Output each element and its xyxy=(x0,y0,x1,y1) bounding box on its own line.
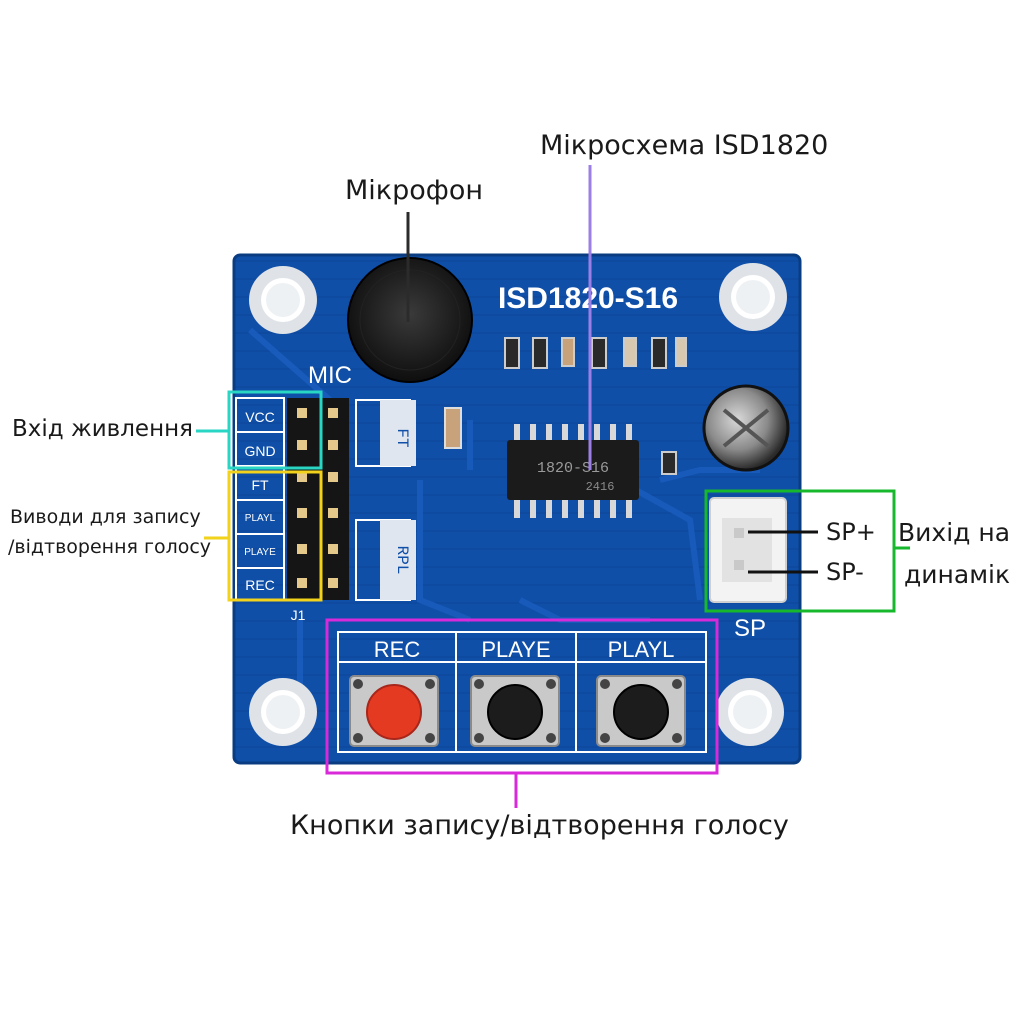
power-annotation: Вхід живлення xyxy=(12,416,193,442)
chip-annotation: Мікросхема ISD1820 xyxy=(540,130,829,161)
pin-header xyxy=(287,398,349,600)
board-title: ISD1820-S16 xyxy=(498,282,678,315)
smd-components xyxy=(444,337,687,475)
pin-label-playl: PLAYL xyxy=(245,513,276,524)
pin-label-rec: REC xyxy=(245,577,275,593)
pin-label-ft: FT xyxy=(251,477,269,493)
button-label-rec: REC xyxy=(374,637,421,662)
pins-highlight-box xyxy=(227,470,323,602)
chip-marking-line2: 2416 xyxy=(586,480,615,494)
playl-button[interactable] xyxy=(596,675,686,747)
pin-label-gnd: GND xyxy=(244,443,275,459)
button-silk-frame xyxy=(337,631,707,753)
isd1820-chip xyxy=(507,424,639,518)
sp-silk: SP xyxy=(734,615,766,642)
mounting-holes xyxy=(249,263,787,746)
pins-annotation-line1: Виводи для запису xyxy=(10,506,201,528)
mic-silk: MIC xyxy=(308,362,352,389)
speaker-annotation-line1: Вихід на xyxy=(898,518,1011,547)
button-label-playl: PLAYL xyxy=(608,637,675,662)
buttons-annotation: Кнопки запису/відтворення голосу xyxy=(290,810,789,841)
rec-button[interactable] xyxy=(349,675,439,747)
sp-minus-label: SP- xyxy=(826,558,864,586)
rpl-silk: RPL xyxy=(393,546,411,575)
pin-label-vcc: VCC xyxy=(245,409,275,425)
pin-label-playe: PLAYE xyxy=(244,547,276,558)
speaker-connector xyxy=(709,497,787,603)
buttons-highlight-box xyxy=(325,618,719,775)
speaker-annotation-line2: динамік xyxy=(904,560,1011,589)
jumper-silk xyxy=(355,399,416,601)
capacitor xyxy=(702,384,790,472)
button-label-playe: PLAYE xyxy=(481,637,550,662)
microphone xyxy=(347,257,473,383)
playe-button[interactable] xyxy=(470,675,560,747)
mic-annotation: Мікрофон xyxy=(345,175,484,206)
speaker-highlight-box xyxy=(704,489,896,613)
chip-marking-line1: 1820-S16 xyxy=(537,460,609,477)
sp-plus-label: SP+ xyxy=(826,518,876,546)
pins-annotation-line2: /відтворення голосу xyxy=(8,536,212,558)
ft-silk: FT xyxy=(393,428,411,447)
header-ref: J1 xyxy=(291,607,306,623)
